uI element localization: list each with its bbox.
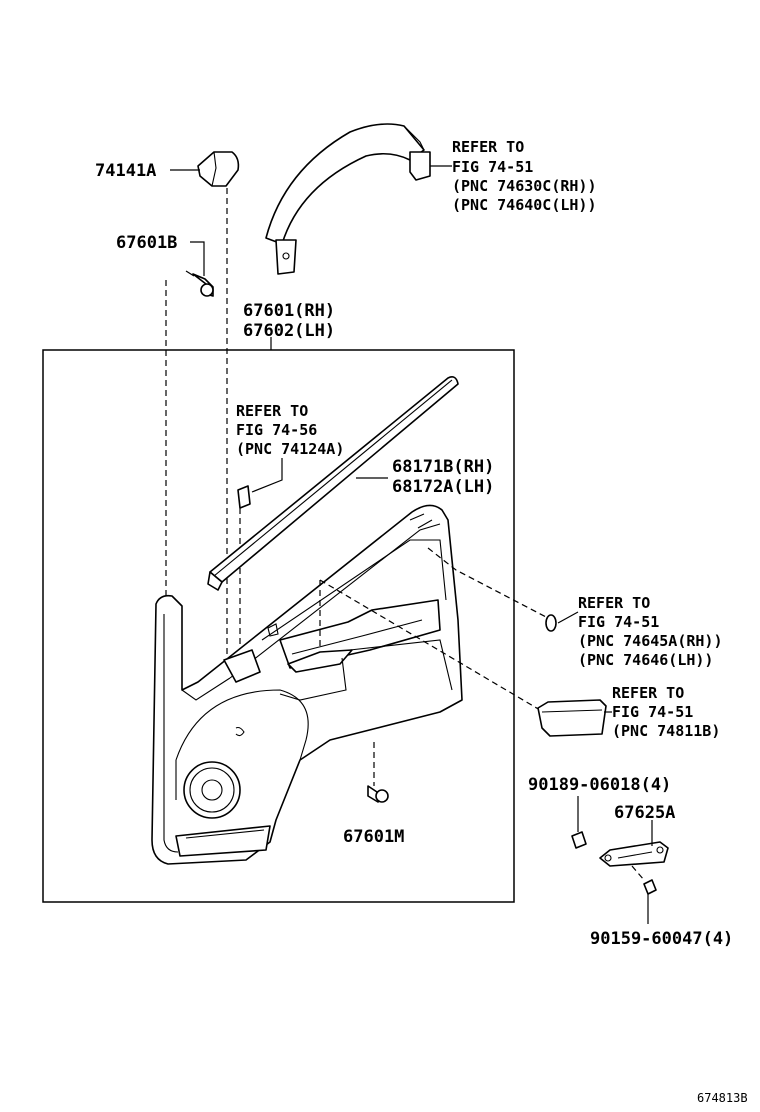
ref-switch-line3: (PNC 74124A) [236,440,344,458]
dash-line-handle [427,547,549,619]
label-68172a: 68172A(LH) [392,477,494,497]
ref-pocket-line3: (PNC 74811B) [612,722,720,740]
part-door-pocket[interactable] [537,699,607,737]
part-67625a-bracket[interactable] [599,841,669,867]
label-67625a: 67625A [614,803,675,823]
ref-pocket-line2: FIG 74-51 [612,703,693,721]
ref-handle-line1: REFER TO [578,594,650,612]
assembly-frame [42,349,515,903]
part-door-trim-panel[interactable] [151,504,463,865]
ref-grip-line2: FIG 74-51 [452,158,533,176]
part-inside-handle-ring[interactable] [545,614,557,632]
part-90189-nut[interactable] [571,831,587,849]
part-90159-bolt[interactable] [643,879,657,895]
label-74141a: 74141A [95,161,156,181]
part-67601m-clip[interactable] [367,785,389,803]
part-68171b-weatherstrip[interactable] [207,376,459,591]
leader-switch [251,458,283,493]
ref-switch-line1: REFER TO [236,402,308,420]
ref-pocket-line1: REFER TO [612,684,684,702]
ref-switch-line2: FIG 74-56 [236,421,317,439]
leader-67601b-tick [185,270,195,277]
ref-grip-line1: REFER TO [452,138,524,156]
leader-handle-ref [557,611,579,624]
ref-handle-line2: FIG 74-51 [578,613,659,631]
label-67602: 67602(LH) [243,321,335,341]
part-switch-base[interactable] [237,485,251,509]
ref-handle-line4: (PNC 74646(LH)) [578,651,713,669]
label-90159: 90159-60047(4) [590,929,733,949]
ref-grip-line4: (PNC 74640C(LH)) [452,196,597,214]
dash-line-bolt [631,865,645,881]
figure-number: 674813B [697,1091,748,1105]
part-assist-grip[interactable] [265,123,431,275]
part-67601b-clip[interactable] [192,273,214,297]
label-67601b: 67601B [116,233,177,253]
label-90189: 90189-06018(4) [528,775,671,795]
ref-handle-line3: (PNC 74645A(RH)) [578,632,723,650]
label-67601: 67601(RH) [243,301,335,321]
label-67601m: 67601M [343,827,404,847]
ref-grip-line3: (PNC 74630C(RH)) [452,177,597,195]
dash-line-pocket [319,579,541,711]
label-68171b: 68171B(RH) [392,457,494,477]
leader-67601b [190,241,205,276]
part-74141a-cap[interactable] [197,151,240,187]
